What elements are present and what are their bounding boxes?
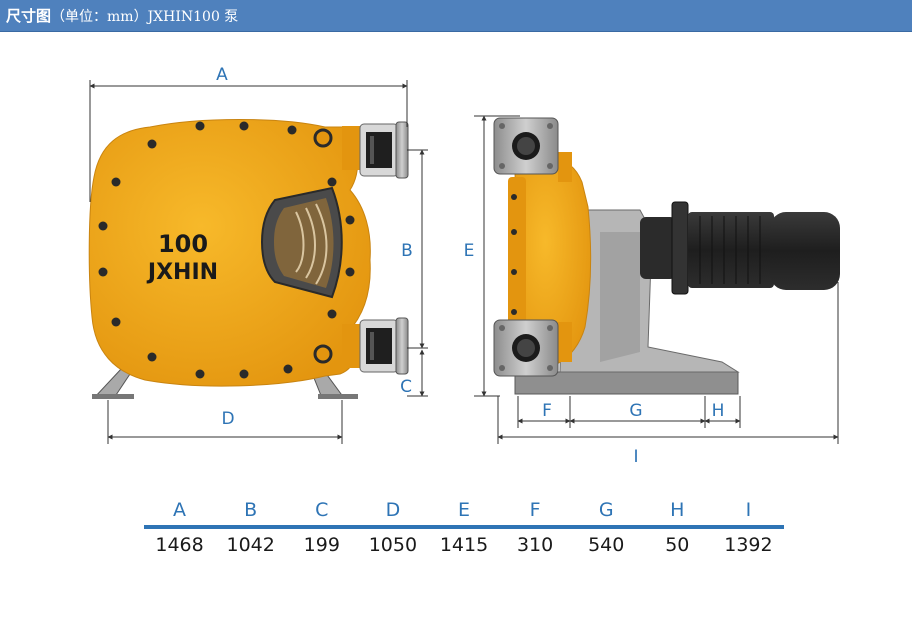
- table-value-cell: 1392: [724, 534, 773, 556]
- table-header-cell: D: [385, 499, 401, 521]
- table-value-cell: 1468: [155, 534, 204, 556]
- dim-label-g: G: [629, 401, 642, 421]
- dimension-table: A B C D E F G H I 1468 1042 199 1050 141…: [144, 495, 784, 561]
- motor-coupling: [671, 201, 689, 295]
- side-top-flange: [493, 117, 559, 175]
- side-bottom-flange: [493, 319, 559, 377]
- table-value-cell: 1415: [439, 534, 489, 556]
- table-header-cell: G: [598, 499, 614, 521]
- dim-label-e: E: [464, 241, 475, 261]
- top-lug: [313, 128, 333, 148]
- pump-brand: JXHIN: [146, 260, 218, 285]
- dim-label-d: D: [221, 409, 234, 429]
- table-value-cell: 50: [665, 534, 690, 556]
- left-foot-plate: [92, 394, 134, 399]
- table-header-cell: C: [315, 499, 329, 521]
- side-dimensions: [474, 115, 839, 444]
- table-value-cell: 310: [516, 534, 554, 556]
- front-dimensions: [89, 80, 428, 444]
- dim-label-c: C: [400, 377, 412, 397]
- dim-label-h: H: [712, 401, 725, 421]
- dim-label-f: F: [542, 401, 552, 421]
- title-bar: 尺寸图（单位：mm）JXHIN100 泵: [0, 0, 912, 32]
- table-header-cell: H: [670, 499, 685, 521]
- right-foot-plate: [318, 394, 358, 399]
- dimension-drawing: 100 JXHIN A B C D: [88, 65, 840, 467]
- dimension-table-header: A B C D E F G H I: [144, 495, 784, 525]
- bottom-port: [342, 317, 409, 375]
- table-value-cell: 199: [303, 534, 340, 556]
- bottom-lug: [313, 344, 333, 364]
- table-value-cell: 540: [588, 534, 625, 556]
- pump-side-view: [493, 117, 840, 395]
- pump-model-number: 100: [158, 230, 208, 258]
- motor-body: [770, 212, 840, 290]
- table-header-cell: B: [244, 499, 258, 521]
- table-header-cell: I: [745, 499, 752, 521]
- dim-label-b: B: [401, 241, 413, 261]
- top-port: [342, 121, 409, 179]
- gearbox: [688, 212, 774, 288]
- table-divider: [144, 525, 784, 529]
- table-value-cell: 1042: [226, 534, 275, 556]
- table-header-cell: F: [529, 499, 541, 521]
- dim-label-i: I: [633, 447, 638, 467]
- page-title-main: 尺寸图: [6, 7, 52, 25]
- dim-label-a: A: [216, 65, 228, 85]
- dimension-table-values: 1468 1042 199 1050 1415 310 540 50 1392: [144, 529, 784, 561]
- page-title-subtitle: （单位：mm）JXHIN100 泵: [51, 9, 239, 25]
- body-bolts: [98, 121, 355, 379]
- page-title: 尺寸图（单位：mm）JXHIN100 泵: [0, 5, 238, 26]
- pump-front-view: 100 JXHIN: [88, 119, 409, 399]
- table-header-cell: A: [173, 499, 187, 521]
- table-header-cell: E: [457, 499, 470, 521]
- table-value-cell: 1050: [368, 534, 418, 556]
- motor-adapter: [640, 217, 676, 279]
